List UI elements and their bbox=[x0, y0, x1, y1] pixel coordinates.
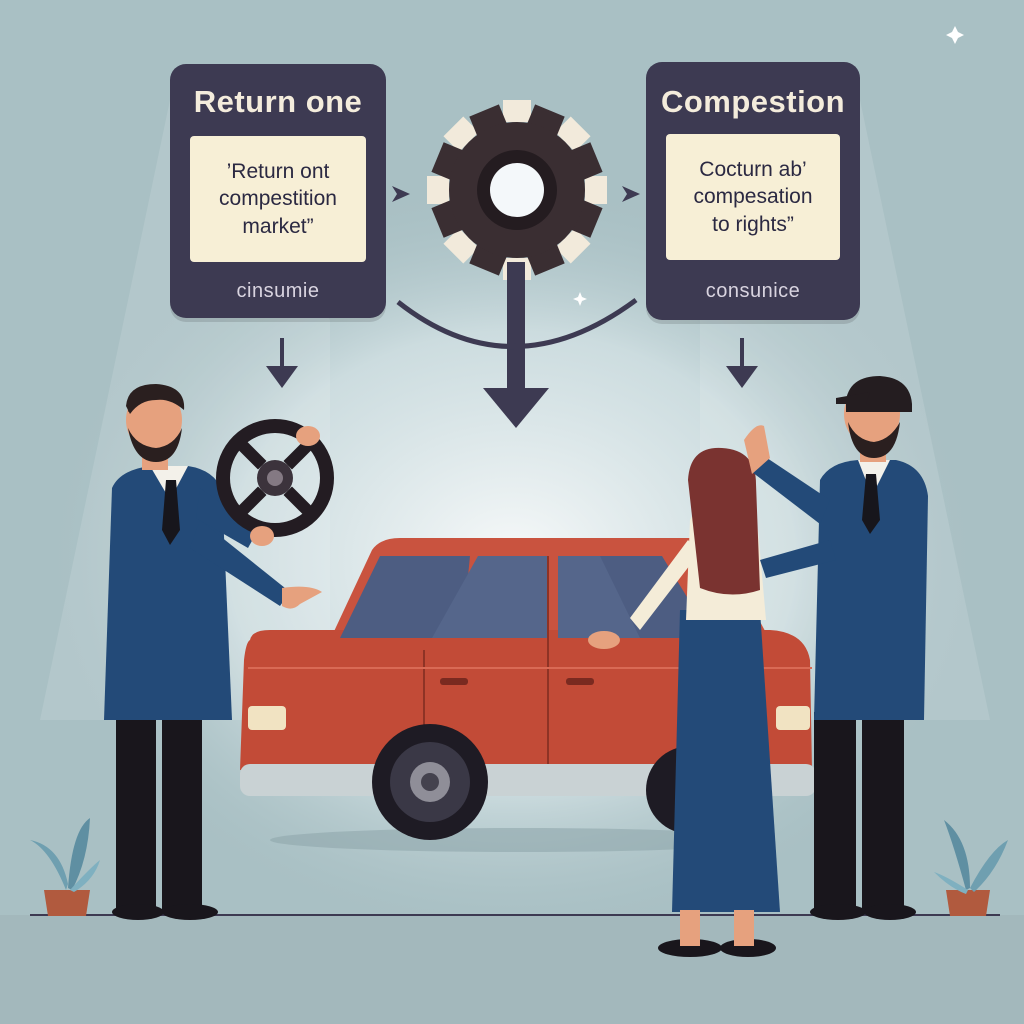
man-left bbox=[104, 384, 322, 920]
floor bbox=[0, 915, 1024, 1024]
gear-stem bbox=[507, 262, 525, 392]
right-panel-footer: consunice bbox=[705, 280, 801, 302]
right-panel: Compestion Cocturn ab’ compesation to ri… bbox=[646, 62, 860, 320]
connector-arc bbox=[396, 297, 638, 349]
right-panel-note: Cocturn ab’ compesation to rights” bbox=[666, 134, 840, 260]
right-note-line-3: to rights” bbox=[712, 212, 794, 236]
left-panel-footer: cinsumie bbox=[236, 280, 320, 302]
left-panel-title: Return one bbox=[193, 84, 363, 119]
arrow-right-icon bbox=[392, 186, 410, 202]
arrow-right-icon bbox=[622, 186, 640, 202]
left-note-line-1: ’Return ont bbox=[226, 160, 330, 184]
arrow-down-icon bbox=[266, 338, 298, 388]
plant-icon bbox=[30, 818, 100, 916]
plant-icon bbox=[934, 820, 1008, 916]
steering-wheel-icon bbox=[216, 419, 334, 537]
left-note-line-2: compestition bbox=[219, 187, 337, 211]
left-note-line-3: market” bbox=[242, 214, 314, 238]
woman bbox=[588, 447, 780, 957]
car-shadow bbox=[270, 828, 770, 852]
car bbox=[240, 538, 816, 840]
man-right bbox=[744, 376, 928, 920]
left-hand bbox=[296, 426, 320, 446]
gear-icon bbox=[427, 100, 607, 280]
sparkle-icon bbox=[946, 26, 964, 44]
left-hand bbox=[250, 526, 274, 546]
left-panel: Return one ’Return ont compestition mark… bbox=[170, 64, 386, 318]
right-note-line-1: Cocturn ab’ bbox=[699, 158, 807, 182]
sparkle-icon bbox=[573, 292, 587, 306]
arrow-down-icon bbox=[726, 338, 758, 388]
left-panel-note: ’Return ont compestition market” bbox=[190, 136, 366, 262]
right-note-line-2: compesation bbox=[693, 185, 813, 209]
arrow-down-icon bbox=[483, 388, 549, 428]
right-panel-title: Compestion bbox=[660, 84, 846, 119]
